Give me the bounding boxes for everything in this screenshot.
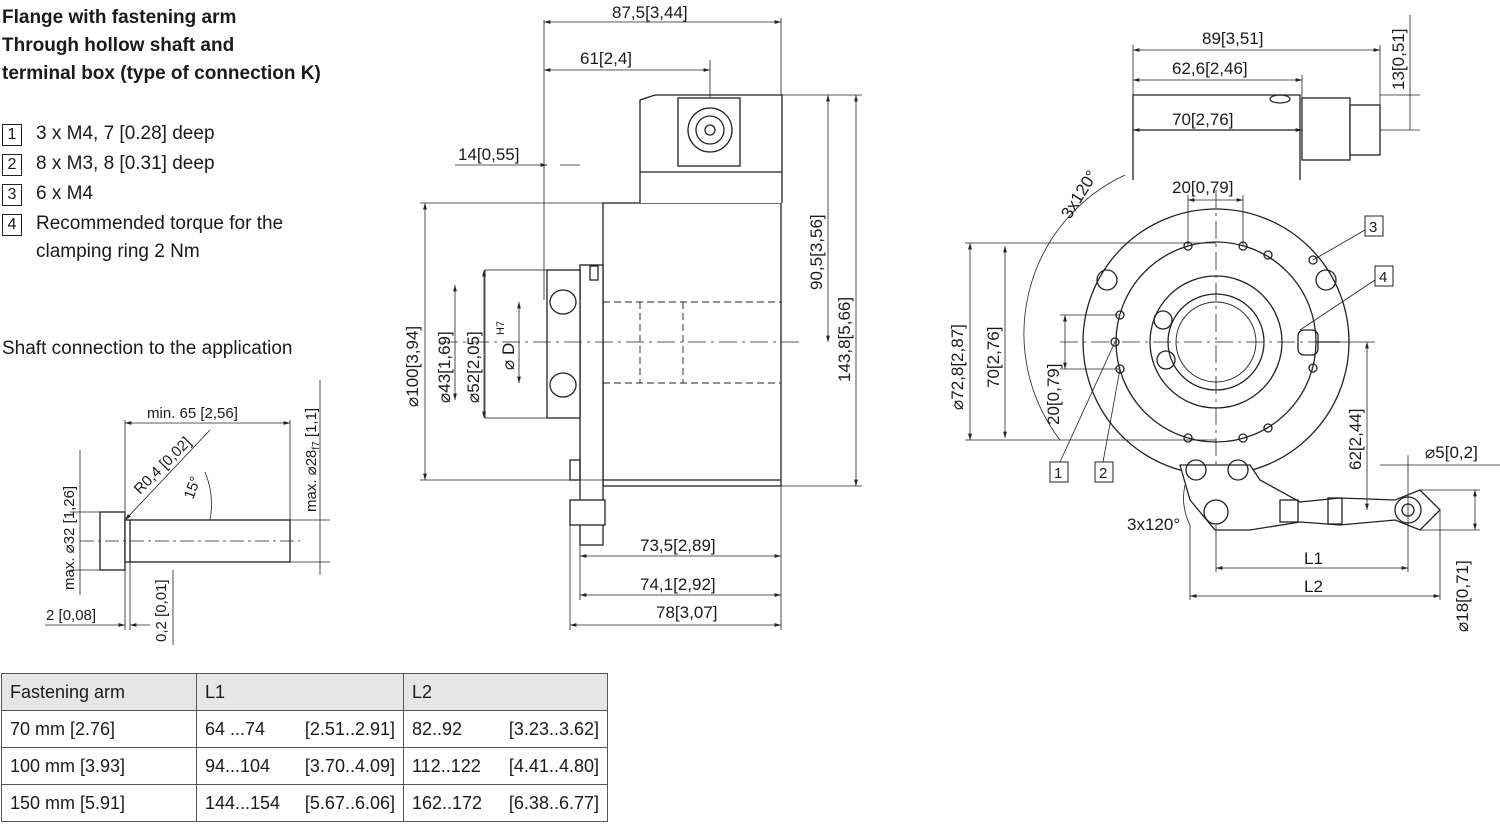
note-text: Recommended torque for the clamping ring…: [36, 213, 284, 262]
dim-90-5: 90,5[3,56]: [807, 214, 826, 290]
dim-d100: ⌀100[3,94]: [403, 326, 422, 407]
dim-d72-8: ⌀72,8[2,87]: [948, 324, 967, 410]
dim-max28: max. ⌀28f7 [1,1]: [303, 408, 322, 512]
front-view: [965, 15, 1500, 600]
l1-mm: 144...154: [205, 792, 281, 813]
l1-in: [5.67..6.06]: [304, 792, 395, 813]
table-row: 150 mm [5.91] 144...154 [5.67..6.06] 162.…: [1, 784, 608, 822]
l2-in: [3.23..3.62]: [508, 718, 599, 739]
side-view: [420, 18, 862, 630]
table-header: Fastening arm: [1, 673, 197, 711]
title-line-2: Through hollow shaft and: [2, 35, 235, 56]
table-cell: 162..172 [6.38..6.77]: [403, 784, 608, 822]
callout-4: 4: [1374, 265, 1394, 287]
table-header: L2: [403, 673, 608, 711]
note-number: 4: [2, 214, 22, 236]
callout-1: 1: [1049, 461, 1069, 483]
dim-2: 2 [0,08]: [46, 607, 96, 624]
dim-d18: ⌀18[0,71]: [1453, 560, 1472, 632]
drawing-title: Flange with fastening arm Through hollow…: [2, 4, 321, 88]
dim-73-5: 73,5[2,89]: [640, 536, 716, 555]
svg-text:2: 2: [1099, 465, 1107, 482]
l1-mm: 94...104: [205, 755, 271, 776]
dim-dD-tol: H7: [495, 321, 507, 335]
l2-in: [6.38..6.77]: [508, 792, 599, 813]
dim-70-vertical: 70[2,76]: [984, 327, 1003, 388]
l2-mm: 162..172: [412, 792, 483, 813]
l2-mm: 82..92: [412, 718, 463, 739]
dim-max32: max. ⌀32 [1,26]: [61, 486, 78, 590]
dim-14: 14[0,55]: [458, 145, 519, 164]
dim-L1: L1: [1304, 549, 1323, 568]
dim-143-8: 143,8[5,66]: [835, 297, 854, 382]
l1-mm: 64 ...74: [205, 718, 266, 739]
table-row: 70 mm [2.76] 64 ...74[2.51..2.91] 82..92…: [1, 710, 608, 748]
dim-min65: min. 65 [2,56]: [147, 405, 238, 422]
dim-L2: L2: [1304, 577, 1323, 596]
l1-in: [3.70..4.09]: [304, 755, 395, 776]
dim-d52: ⌀52[2,05]: [464, 331, 483, 403]
note-text: 3 x M4, 7 [0.28] deep: [36, 123, 215, 144]
dim-20-horizontal: 20[0,79]: [1172, 178, 1233, 197]
dim-20-vertical: 20[0,79]: [1044, 364, 1063, 425]
dim-78: 78[3,07]: [656, 603, 717, 622]
dim-62-6: 62,6[2,46]: [1172, 59, 1248, 78]
dim-angle-top: 3x120°: [1057, 167, 1101, 222]
table-cell: 82..92 [3.23..3.62]: [403, 710, 608, 748]
note-number: 3: [2, 184, 22, 206]
note-text: 6 x M4: [36, 183, 94, 204]
dim-87-5: 87,5[3,44]: [612, 3, 688, 22]
svg-text:3: 3: [1369, 219, 1377, 236]
dim-89: 89[3,51]: [1202, 29, 1263, 48]
dim-74-1: 74,1[2,92]: [640, 575, 716, 594]
table-cell: 112..122 [4.41..4.80]: [403, 747, 608, 785]
dim-70-top: 70[2,76]: [1172, 110, 1233, 129]
l2-in: [4.41..4.80]: [508, 755, 599, 776]
note-item: 3 6 x M4: [2, 178, 326, 208]
table-cell: 64 ...74 [2.51..2.91]: [196, 710, 404, 748]
dim-13: 13[0,51]: [1389, 29, 1408, 90]
l1-in: [2.51..2.91]: [304, 718, 395, 739]
table-cell: 144...154 [5.67..6.06]: [196, 784, 404, 822]
svg-text:4: 4: [1379, 269, 1387, 286]
dim-dD: ⌀ D: [499, 343, 518, 370]
dim-d43: ⌀43[1,69]: [435, 331, 454, 403]
fastening-arm-table: Fastening arm L1 L2 70 mm [2.76] 64 ...7…: [1, 673, 608, 822]
dim-62: 62[2,44]: [1346, 409, 1365, 470]
shaft-connection-sketch: [45, 380, 330, 645]
l2-mm: 112..122: [412, 755, 481, 776]
svg-text:1: 1: [1054, 465, 1062, 482]
table-header: L1: [196, 673, 404, 711]
callout-2: 2: [1094, 461, 1114, 483]
dim-angle-arm: 3x120°: [1127, 515, 1180, 534]
table-cell: 100 mm [3.93]: [1, 747, 197, 785]
dim-61: 61[2,4]: [580, 49, 632, 68]
note-text: 8 x M3, 8 [0.31] deep: [36, 153, 215, 174]
dim-angle15: 15°: [181, 474, 205, 501]
notes-list: 1 3 x M4, 7 [0.28] deep 2 8 x M3, 8 [0.3…: [2, 118, 326, 266]
note-number: 1: [2, 124, 22, 146]
shaft-connection-heading: Shaft connection to the application: [2, 338, 293, 359]
title-line-1: Flange with fastening arm: [2, 7, 237, 28]
note-item: 2 8 x M3, 8 [0.31] deep: [2, 148, 326, 178]
table-header-row: Fastening arm L1 L2: [1, 673, 608, 711]
note-number: 2: [2, 154, 22, 176]
note-item: 1 3 x M4, 7 [0.28] deep: [2, 118, 326, 148]
dim-d5: ⌀5[0,2]: [1425, 443, 1478, 462]
title-line-3: terminal box (type of connection K): [2, 63, 321, 84]
dim-02: 0,2 [0,01]: [153, 579, 170, 642]
note-item: 4 Recommended torque for the clamping ri…: [2, 208, 326, 266]
callout-3: 3: [1364, 215, 1384, 237]
table-cell: 150 mm [5.91]: [1, 784, 197, 822]
